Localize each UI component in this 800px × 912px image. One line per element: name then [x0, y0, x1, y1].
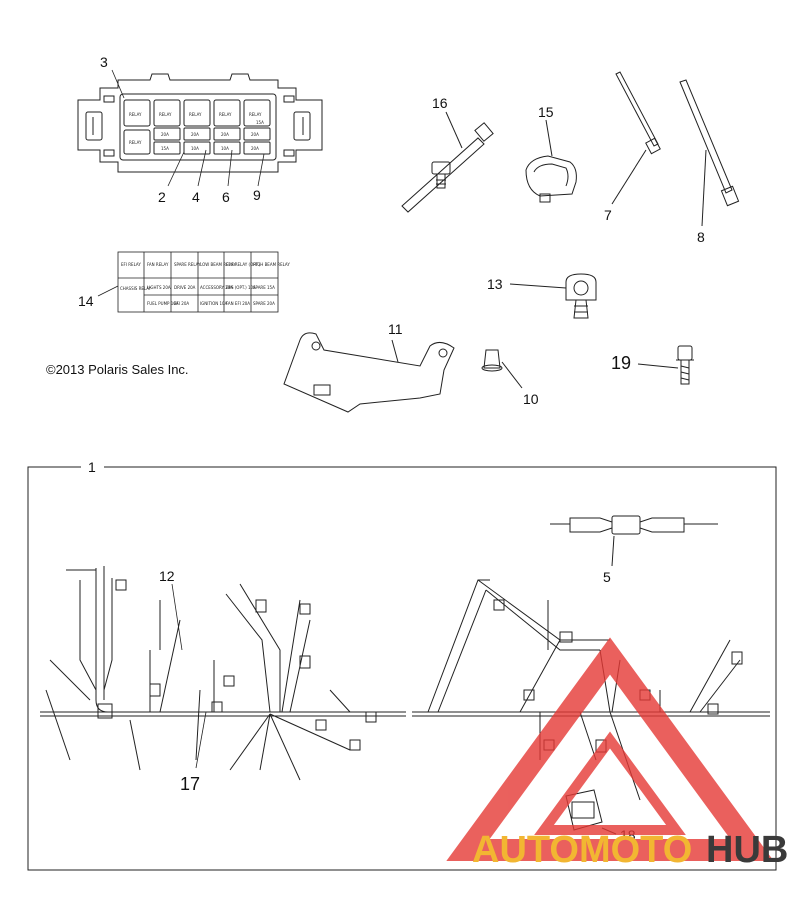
callout-8: 8 — [697, 229, 705, 245]
fuse-label: 20A — [161, 132, 169, 137]
decal-cell: EPS RELAY (OPT.) — [226, 262, 261, 267]
fuse-box-labels: RELAY RELAY RELAY RELAY RELAY 20A 20A 20… — [129, 112, 264, 151]
decal-cell: FUEL PUMP 10A — [147, 301, 179, 306]
fuse-box — [77, 73, 323, 173]
callout-3: 3 — [100, 54, 108, 70]
cable-tie-push-mount — [401, 111, 494, 213]
decal-cell: FAN RELAY — [147, 262, 169, 267]
decal-cell: SPARE 20A — [253, 301, 275, 306]
callout-9: 9 — [253, 187, 261, 203]
push-rivet — [481, 349, 523, 389]
decal-cell: LIGHTS 20A — [147, 285, 171, 290]
mounting-bracket — [283, 332, 455, 413]
fuse-label: 20A — [221, 132, 229, 137]
watermark-brand: AUTOMOTO — [472, 829, 692, 871]
decal-cell: FAN EFI 20A — [226, 301, 250, 306]
fuse-label: 10A — [191, 146, 199, 151]
callout-1: 1 — [88, 459, 96, 475]
decal-cell: EFI RELAY — [121, 262, 141, 267]
callout-7: 7 — [604, 207, 612, 223]
decal-cell: HIGH BEAM RELAY — [253, 262, 290, 267]
callout-17: 17 — [180, 774, 200, 794]
copyright-notice: ©2013 Polaris Sales Inc. — [46, 362, 189, 377]
fuse-label: RELAY — [129, 140, 142, 145]
fuse-label: RELAY — [129, 112, 142, 117]
watermark-brand-suffix: HUB — [706, 829, 788, 871]
fuse-label: 20A — [251, 132, 259, 137]
main-harness-right — [412, 579, 770, 801]
fuse-label: 20A — [251, 146, 259, 151]
connector-clip — [525, 119, 577, 203]
fuse-box-leaders — [111, 69, 265, 187]
decal-cell: EFI 20A — [174, 301, 189, 306]
fuse-label: 15A — [161, 146, 169, 151]
callout-16: 16 — [432, 95, 448, 111]
fuse-label: 20A — [191, 132, 199, 137]
watermark-text: AUTOMOTO HUB — [472, 829, 788, 871]
callout-15: 15 — [538, 104, 554, 120]
decal-cell: CHASSIS RELAY — [120, 286, 152, 291]
callout-10: 10 — [523, 391, 539, 407]
harness-frame — [27, 466, 777, 871]
inline-connector — [550, 515, 718, 567]
decal-cell: DRIVE 20A — [174, 285, 196, 290]
callout-14: 14 — [78, 293, 94, 309]
callout-12: 12 — [159, 568, 175, 584]
main-harness-left — [40, 566, 406, 781]
fuse-label: 10A — [221, 146, 229, 151]
cable-tie-large — [679, 79, 740, 227]
callout-13: 13 — [487, 276, 503, 292]
fuse-label: RELAY — [219, 112, 232, 117]
harness-clip — [509, 273, 597, 319]
fuse-decal — [97, 251, 279, 313]
cable-tie-small — [611, 71, 661, 205]
callout-11: 11 — [388, 321, 403, 337]
watermark-logo — [446, 637, 774, 861]
fuse-label: RELAY — [189, 112, 202, 117]
fuse-label: RELAY — [249, 112, 262, 117]
decal-cell: SPARE 15A — [253, 285, 275, 290]
fuse-label: 15A — [256, 120, 264, 125]
callout-4: 4 — [192, 189, 200, 205]
decal-cell: IGNITION 10A — [200, 301, 228, 306]
callout-6: 6 — [222, 189, 230, 205]
decal-cell: LOW BEAM RELAY — [200, 262, 236, 267]
harness-leaders — [171, 583, 207, 769]
flange-bolt — [637, 345, 694, 385]
decal-cell: ACCESSORY 20A — [200, 285, 233, 290]
callout-19: 19 — [611, 353, 631, 373]
decal-cell: SPARE RELAY — [174, 262, 201, 267]
decal-cell: EPS (OPT.) 10A — [226, 285, 256, 290]
callout-2: 2 — [158, 189, 166, 205]
fuse-label: RELAY — [159, 112, 172, 117]
callout-5: 5 — [603, 569, 611, 585]
fuse-decal-text: EFI RELAY FAN RELAY SPARE RELAY LOW BEAM… — [120, 262, 290, 306]
